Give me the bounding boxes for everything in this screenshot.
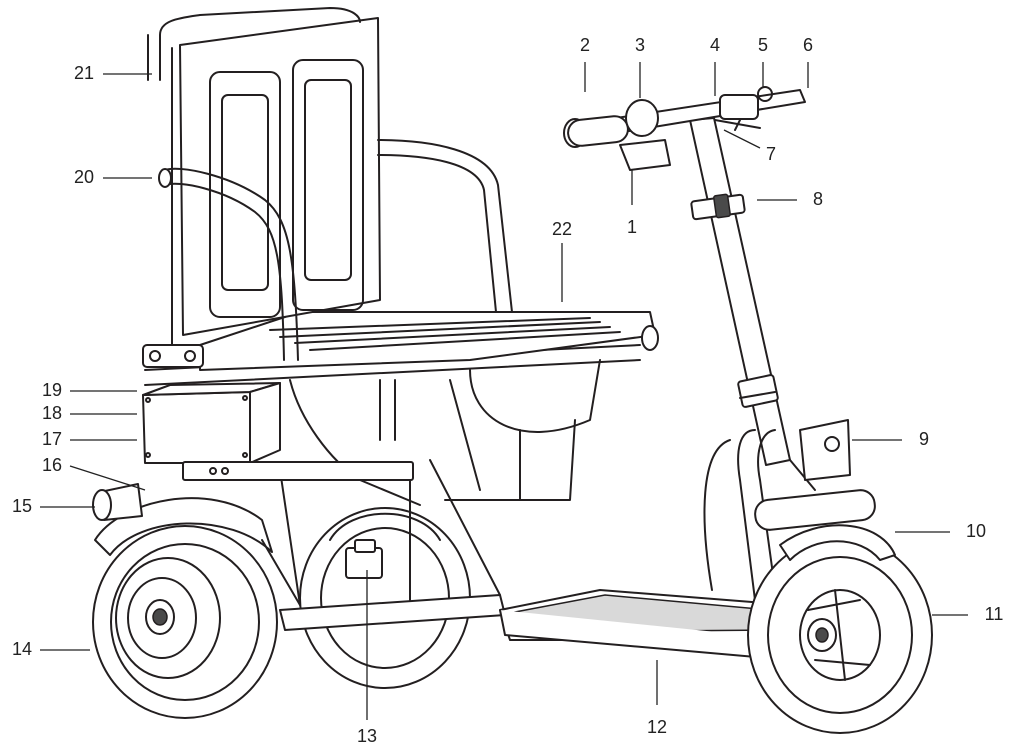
handlebar — [563, 86, 806, 171]
callout-18: 18 — [42, 403, 62, 423]
callout-16: 16 — [42, 455, 62, 475]
steering-column — [689, 117, 791, 466]
callout-13: 13 — [357, 726, 377, 746]
armrest-right — [377, 139, 513, 313]
leader-7 — [723, 129, 761, 149]
callout-9: 9 — [919, 429, 929, 449]
backrest-handle — [159, 7, 361, 81]
callout-11: 11 — [985, 604, 1004, 624]
callout-14: 14 — [12, 639, 32, 659]
callout-7: 7 — [766, 144, 776, 164]
scooter-illustration — [92, 7, 933, 734]
callout-20: 20 — [74, 167, 94, 187]
front-frame — [703, 419, 876, 641]
callout-21: 21 — [74, 63, 94, 83]
callout-5: 5 — [758, 35, 768, 55]
battery-pack — [142, 382, 281, 464]
front-wheel — [747, 536, 933, 734]
seat-frame — [144, 344, 641, 506]
rear-left-wheel — [92, 525, 278, 719]
leader-lines — [40, 62, 968, 720]
callout-2: 2 — [580, 35, 590, 55]
rear-right-wheel — [299, 507, 471, 689]
footboard — [499, 589, 796, 661]
callout-8: 8 — [813, 189, 823, 209]
callout-numbers: 1 2 3 4 5 6 7 8 9 10 11 12 13 14 15 16 1… — [12, 35, 1003, 746]
callout-6: 6 — [803, 35, 813, 55]
callout-12: 12 — [647, 717, 667, 737]
callout-1: 1 — [627, 217, 637, 237]
lower-frame — [261, 459, 521, 631]
front-fender — [779, 524, 896, 561]
leader-16 — [69, 465, 146, 491]
callout-22: 22 — [552, 219, 572, 239]
backrest — [171, 17, 381, 346]
motor-unit — [345, 539, 383, 579]
callout-19: 19 — [42, 380, 62, 400]
callout-10: 10 — [966, 521, 986, 541]
callout-4: 4 — [710, 35, 720, 55]
callout-3: 3 — [635, 35, 645, 55]
callout-17: 17 — [42, 429, 62, 449]
rear-light — [92, 483, 143, 521]
armrest-left — [164, 167, 299, 361]
callout-15: 15 — [12, 496, 32, 516]
